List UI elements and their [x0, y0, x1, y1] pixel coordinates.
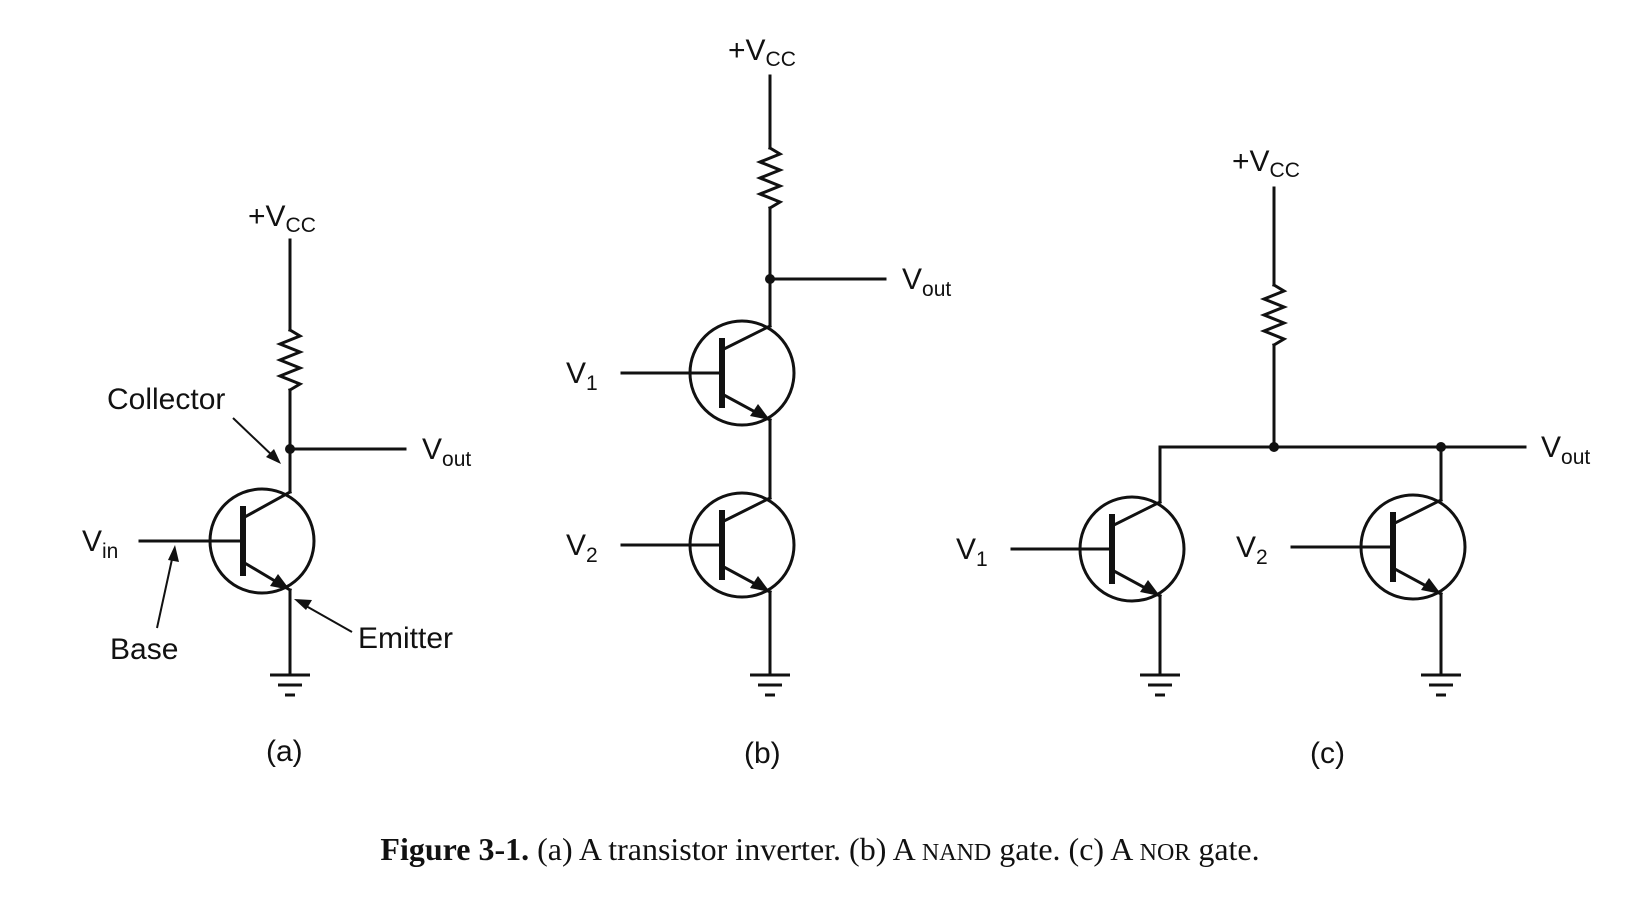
collector-lead-c2 [1390, 497, 1444, 527]
output-node-c1 [1269, 442, 1279, 452]
resistor-c [1259, 282, 1289, 348]
emitter-pointer-arrow [294, 599, 312, 610]
v2-label-b: V2 [566, 529, 598, 567]
collector-lead-b2 [719, 495, 773, 525]
emitter-arrow-a [270, 574, 290, 590]
resistor-b [755, 145, 785, 211]
inverter-circuit: +VCC Vout Vin Collector Base Emitter (a) [82, 200, 471, 768]
nand-circuit: +VCC Vout V1 V2 (b) [566, 34, 951, 770]
vout-label-c: Vout [1541, 431, 1590, 469]
vcc-label-a: +VCC [248, 200, 316, 237]
v1-label-b: V1 [566, 357, 598, 395]
v2-label-c: V2 [1236, 531, 1268, 569]
collector-lead-c1 [1109, 499, 1163, 529]
base-pointer-arrow [168, 545, 179, 562]
ground-icon-a [268, 673, 312, 697]
vout-label-a: Vout [422, 433, 471, 471]
emitter-pointer [298, 601, 353, 633]
vcc-label-b: +VCC [728, 34, 796, 71]
vcc-label-c: +VCC [1232, 145, 1300, 182]
collector-label: Collector [107, 383, 225, 416]
collector-lead-b1 [719, 323, 773, 353]
base-label: Base [110, 633, 178, 666]
panel-label-b: (b) [744, 737, 781, 770]
vout-label-b: Vout [902, 263, 951, 301]
ground-icon-c1 [1138, 673, 1182, 697]
panel-label-a: (a) [266, 735, 303, 768]
collector-pointer [232, 417, 277, 460]
v1-label-c: V1 [956, 533, 988, 571]
collector-pointer-arrow [266, 449, 281, 464]
base-pointer [156, 549, 175, 629]
emitter-arrow-c1 [1140, 580, 1160, 596]
emitter-label: Emitter [358, 622, 453, 655]
nor-circuit: +VCC Vout V1 V2 [956, 145, 1590, 770]
figure-caption: Figure 3-1. (a) A transistor inverter. (… [380, 831, 1259, 867]
emitter-arrow-c2 [1421, 578, 1441, 594]
ground-icon-c2 [1419, 673, 1463, 697]
figure-number: Figure 3-1. [380, 831, 529, 867]
vin-label-a: Vin [82, 525, 118, 563]
ground-icon-b [748, 673, 792, 697]
collector-lead-a [240, 489, 293, 521]
resistor-a [275, 327, 305, 393]
panel-label-c: (c) [1310, 737, 1345, 770]
emitter-arrow-b1 [750, 404, 770, 420]
emitter-arrow-b2 [750, 576, 770, 592]
